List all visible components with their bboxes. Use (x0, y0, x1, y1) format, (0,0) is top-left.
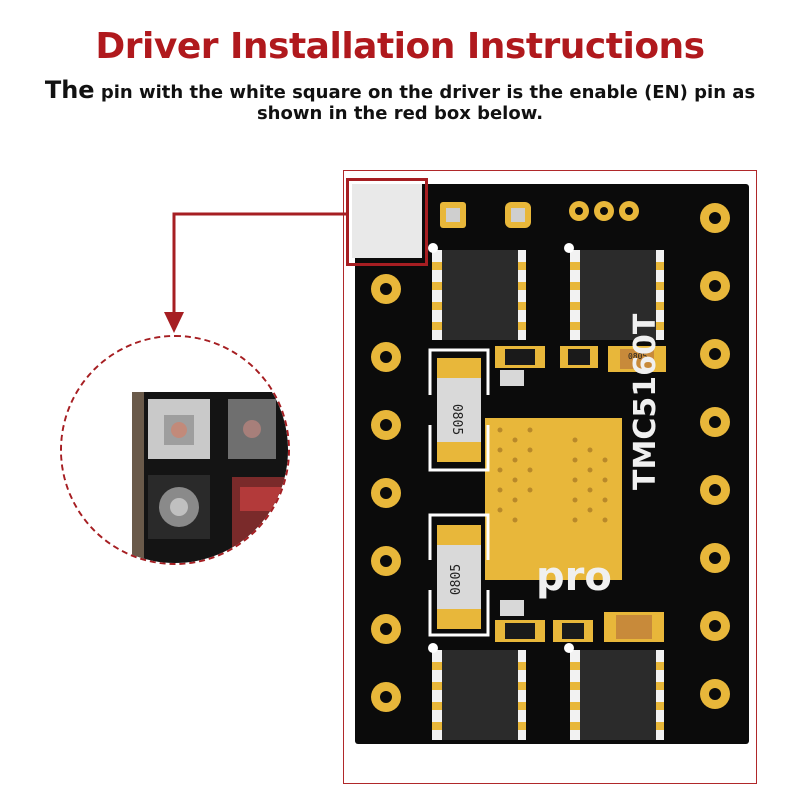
zoom-adjacent-via (243, 420, 261, 438)
enable-pin-highlight-box (346, 178, 428, 266)
subtitle-line-2: shown in the red box below. (256, 103, 544, 124)
small-part-label: 0805 (628, 352, 648, 361)
pin-hole (380, 623, 392, 635)
subtitle-lead-word: The (44, 76, 95, 104)
mosfet-bottom-left (432, 650, 526, 740)
mosfet-top-left (432, 250, 526, 340)
title-text: Driver Installation Instructions (95, 26, 705, 67)
pin-hole (709, 484, 721, 496)
pin-hole (600, 207, 608, 215)
resistor-bottom (437, 525, 481, 629)
resistor-outline-bottom (428, 513, 490, 637)
enable-pin-pad (352, 184, 422, 258)
thermal-vias (497, 427, 608, 523)
resistor-top (437, 358, 481, 462)
zoom-square-pad-via (171, 422, 187, 438)
zoom-red-component-top (240, 487, 284, 511)
pin-hole (625, 207, 633, 215)
resistor-outline-top (428, 348, 490, 472)
marker-dot (428, 643, 438, 653)
pin-hole (709, 688, 721, 700)
left-pin-holes (380, 283, 392, 703)
pin-hole (575, 207, 583, 215)
thermal-pad (485, 418, 622, 580)
square-pad-inner (446, 208, 460, 222)
pin-hole (709, 212, 721, 224)
pin-hole (709, 620, 721, 632)
callout-line (172, 212, 346, 318)
mosfet-top-right (570, 250, 664, 340)
pin-hole (380, 555, 392, 567)
zoom-detail-circle (60, 335, 290, 565)
zoom-detail-image (62, 337, 288, 563)
zoom-round-pad-hole (170, 498, 188, 516)
pin-hole (709, 552, 721, 564)
small-parts-top (495, 346, 666, 386)
page-title: Driver Installation Instructions (0, 26, 800, 67)
marker-dot (564, 643, 574, 653)
pin-hole (380, 487, 392, 499)
pin-hole (709, 348, 721, 360)
pin-hole (709, 416, 721, 428)
pin-hole (380, 691, 392, 703)
arrow-head-icon (164, 312, 184, 333)
square-pad-inner (511, 208, 525, 222)
right-pin-holes (709, 212, 721, 700)
zoom-board-side (132, 392, 144, 563)
marker-dot (564, 243, 574, 253)
pin-hole (380, 283, 392, 295)
pin-hole (380, 419, 392, 431)
subtitle: The pin with the white square on the dri… (20, 78, 780, 124)
pin-hole (709, 280, 721, 292)
mosfet-bottom-right (570, 650, 664, 740)
pin-hole (380, 351, 392, 363)
subtitle-line-1: pin with the white square on the driver … (100, 82, 756, 103)
small-parts-bottom (495, 600, 664, 642)
pro-silkscreen-label: pro (536, 554, 612, 600)
marker-dot (428, 243, 438, 253)
